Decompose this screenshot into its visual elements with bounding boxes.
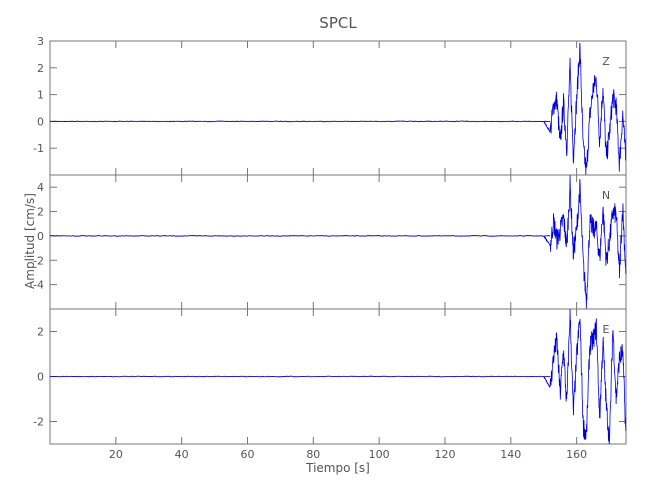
y-tick-label: 3: [37, 35, 44, 48]
component-label: E: [603, 323, 610, 336]
y-tick-label: 2: [37, 62, 44, 75]
y-tick-label: 0: [37, 230, 44, 243]
x-tick-label: 120: [434, 448, 455, 461]
y-tick-label: 4: [37, 181, 44, 194]
component-label: Z: [602, 55, 610, 68]
quiet-trace: [49, 375, 551, 378]
x-tick-label: 40: [175, 448, 189, 461]
signal-trace: [543, 42, 627, 175]
x-tick-label: 160: [566, 448, 587, 461]
x-tick-label: 140: [500, 448, 521, 461]
quiet-trace: [49, 235, 551, 237]
y-tick-label: 2: [37, 326, 44, 339]
y-axis-label: Amplitud [cm/s]: [23, 193, 37, 289]
y-tick-label: 2: [37, 206, 44, 219]
signal-trace: [543, 308, 627, 445]
y-tick-label: 1: [37, 89, 44, 102]
y-tick-label: -1: [33, 142, 44, 155]
panel-frame: [49, 174, 627, 310]
y-tick-label: -4: [33, 279, 44, 292]
component-label: N: [602, 189, 610, 202]
chart-title: SPCL: [319, 14, 357, 32]
x-axis-label: Tiempo [s]: [305, 461, 370, 475]
y-tick-label: -2: [33, 416, 44, 429]
y-tick-label: 0: [37, 371, 44, 384]
panel-frame: [49, 40, 627, 176]
panel-n: 4 2 0 -2 -4 N: [33, 174, 627, 310]
x-tick-label: 20: [109, 448, 123, 461]
panel-z: 3 2 1 0 -1 Z: [33, 35, 627, 176]
x-tick-label: 100: [369, 448, 390, 461]
x-tick-label: 60: [240, 448, 254, 461]
quiet-trace: [49, 120, 551, 123]
y-tick-label: -2: [33, 254, 44, 267]
y-tick-label: 0: [37, 115, 44, 128]
signal-trace: [543, 174, 627, 309]
x-tick-label: 80: [306, 448, 320, 461]
